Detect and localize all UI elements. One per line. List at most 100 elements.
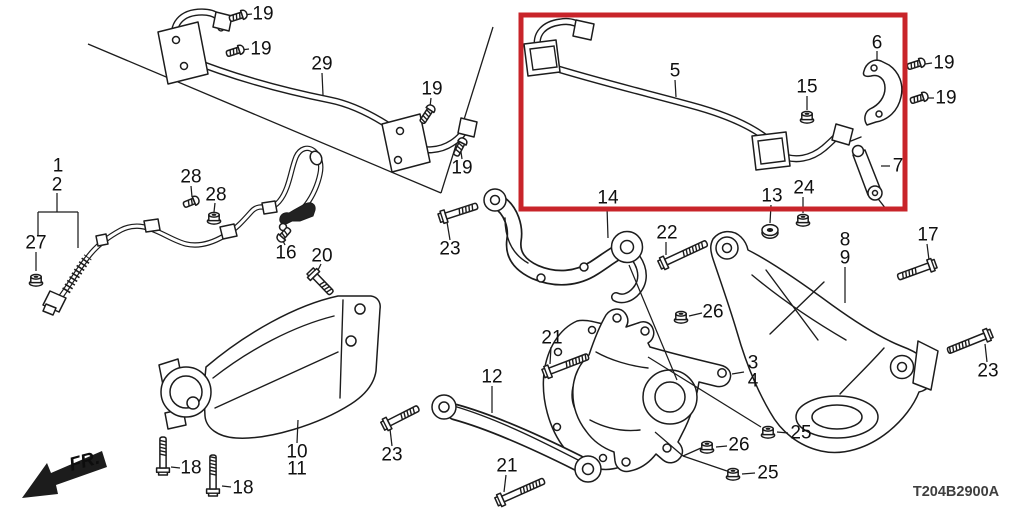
leader-line <box>221 485 232 488</box>
part-label-24: 24 <box>793 178 815 199</box>
fr-label: FR. <box>67 448 102 476</box>
leader-line <box>296 419 299 444</box>
part-label-5: 5 <box>670 61 681 82</box>
leader-line <box>606 206 609 239</box>
stabilizer-bracket-right <box>381 113 431 173</box>
part-label-8: 8 <box>840 230 851 251</box>
stabilizer-bar-29-assembly <box>157 12 478 173</box>
leader-line <box>549 346 552 365</box>
part-label-16: 16 <box>275 243 296 264</box>
control-arm-12 <box>431 394 602 483</box>
part-label-19: 19 <box>421 79 442 100</box>
leader-line <box>924 62 933 65</box>
part-label-26: 26 <box>728 435 749 456</box>
stabilizer-bracket-left <box>157 21 209 85</box>
abs-sensor-harness <box>42 148 324 316</box>
part-label-20: 20 <box>311 246 332 267</box>
knuckle-3-4 <box>542 308 732 473</box>
leader-line <box>674 79 677 98</box>
part-label-12: 12 <box>481 367 502 388</box>
bolt-icon <box>306 267 334 296</box>
nut-icon <box>28 273 44 287</box>
harness-grommet <box>309 150 323 166</box>
part-label-19: 19 <box>933 53 954 74</box>
leader-line <box>321 72 324 96</box>
part-label-25: 25 <box>790 423 811 444</box>
part-label-25: 25 <box>757 463 778 484</box>
fr-arrow-icon <box>22 451 107 498</box>
part-label-2: 2 <box>52 175 63 196</box>
leader-line <box>731 371 745 375</box>
part-label-19: 19 <box>252 4 273 25</box>
part-label-3: 3 <box>748 353 759 374</box>
leader-line <box>715 445 728 448</box>
leader-line <box>460 151 463 160</box>
leader-line <box>682 455 728 472</box>
wheel-speed-sensor <box>279 202 316 225</box>
nut-icon <box>795 213 811 227</box>
fasteners <box>28 9 994 508</box>
leader-line <box>984 343 988 363</box>
leader-line <box>628 264 678 381</box>
upper-arm-14 <box>483 188 643 298</box>
stabilizer-bar-5 <box>523 20 854 171</box>
bolt-icon <box>380 405 420 432</box>
fr-direction-arrow: FR. <box>22 448 107 498</box>
leader-line <box>503 474 507 493</box>
bolt-icon <box>205 454 221 497</box>
leader-line <box>776 431 789 434</box>
leader-line <box>688 312 703 317</box>
part-label-10: 10 <box>286 442 307 463</box>
nut-icon <box>206 211 222 225</box>
leader-line <box>446 221 451 241</box>
part-label-29: 29 <box>311 54 332 75</box>
part-label-6: 6 <box>872 33 883 54</box>
part-label-19: 19 <box>935 88 956 109</box>
leader-line <box>654 431 684 457</box>
part-label-17: 17 <box>917 225 938 246</box>
part-label-1: 1 <box>53 156 64 177</box>
part-label-19: 19 <box>451 158 472 179</box>
screw-icon <box>182 195 200 208</box>
part-label-19: 19 <box>250 39 271 60</box>
stabilizer-bushing-left <box>523 39 561 77</box>
part-label-28: 28 <box>180 167 201 188</box>
part-label-7: 7 <box>893 156 904 177</box>
leader-lines <box>35 13 988 493</box>
bushing-bracket-6 <box>862 59 903 126</box>
part-label-26: 26 <box>702 302 723 323</box>
part-label-15: 15 <box>796 77 817 98</box>
screw-icon <box>452 137 468 157</box>
highlight-box <box>518 12 908 212</box>
screw-icon <box>228 9 248 23</box>
lower-arm-8-9 <box>710 230 939 454</box>
part-label-27: 27 <box>25 233 46 254</box>
part-label-23: 23 <box>977 361 998 382</box>
leader-line <box>213 202 216 213</box>
leader-line <box>389 428 393 447</box>
bolt-icon <box>946 327 994 355</box>
trailing-arm-10-11 <box>158 295 381 439</box>
nut-icon <box>799 110 815 124</box>
part-label-18: 18 <box>180 458 201 479</box>
bolt-icon <box>437 202 479 225</box>
nut-icon <box>699 440 715 454</box>
stabilizer-link-7 <box>850 136 887 210</box>
leader-line <box>741 472 756 475</box>
leader-line <box>926 243 930 261</box>
leader-line <box>647 356 762 428</box>
separator-lines <box>87 26 494 194</box>
nut-icon <box>760 425 776 439</box>
part-label-21: 21 <box>541 328 562 349</box>
part-label-28: 28 <box>205 185 226 206</box>
washer-icon <box>761 223 779 239</box>
bolt-icon <box>657 240 709 271</box>
part-label-23: 23 <box>381 445 402 466</box>
part-label-23: 23 <box>439 239 460 260</box>
screw-icon <box>909 91 929 105</box>
part-label-22: 22 <box>656 223 677 244</box>
part-label-4: 4 <box>748 371 759 392</box>
